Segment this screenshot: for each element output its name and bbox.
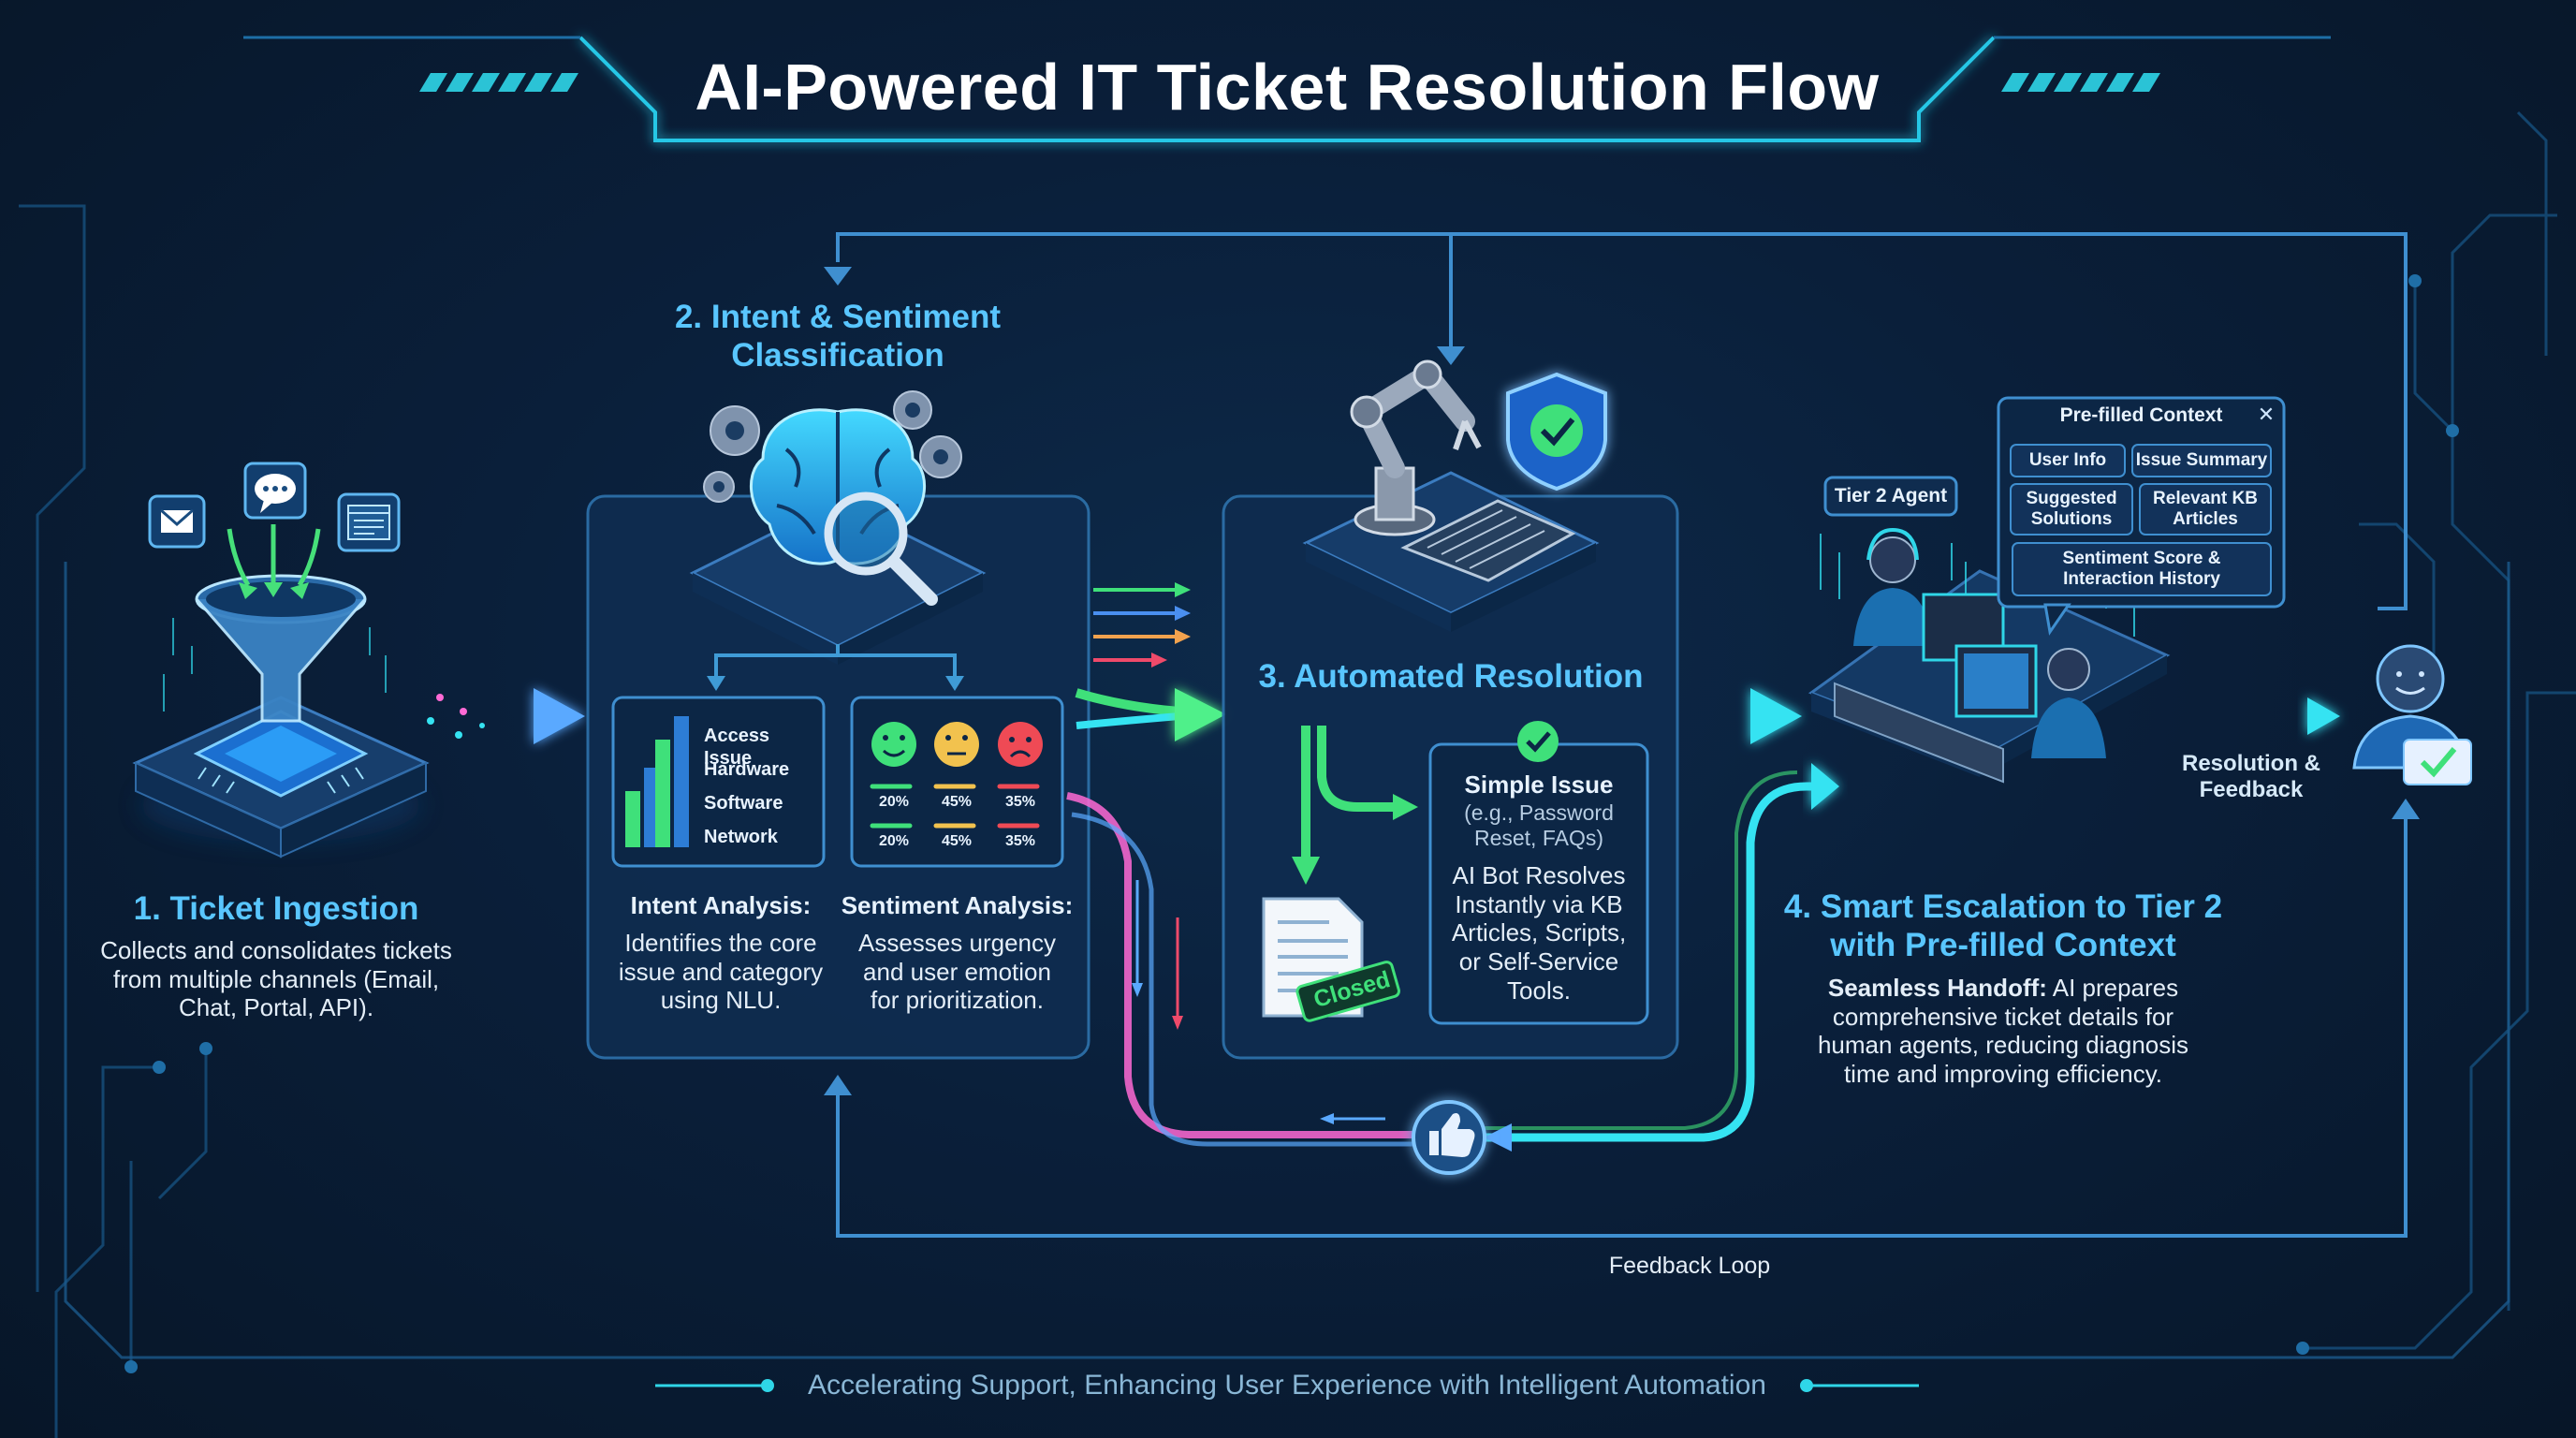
escalation-title: 4. Smart Escalation to Tier 2 with Pre-f…: [1783, 888, 2223, 964]
feedback-return-path: [1066, 763, 1839, 1152]
chip-icon: [193, 710, 369, 798]
intent-category-0: Access Issue: [704, 726, 770, 769]
sentiment-heading: Sentiment Analysis:: [841, 891, 1074, 919]
thumbs-up-icon[interactable]: [1412, 1100, 1486, 1175]
intent-bar-chart: [625, 716, 689, 847]
sentiment-faces: [870, 722, 1043, 829]
sentiment-pct-negative: 35%: [1004, 794, 1036, 810]
page-title: AI-Powered IT Ticket Resolution Flow: [695, 51, 1880, 124]
outer-frame: [64, 562, 2510, 1359]
ingestion-illustration: [132, 462, 430, 858]
sentiment-pct-neutral: 45%: [941, 794, 973, 810]
intent-category-3: Network: [704, 827, 778, 847]
sentiment-text: Assesses urgency and user emotion for pr…: [858, 929, 1056, 1015]
circuit-decoration: [19, 110, 2576, 1438]
sentiment-pct-negative-2: 35%: [1004, 833, 1036, 849]
agent-icon: [1853, 527, 1932, 646]
ingestion-description: Collects and consolidates tickets from m…: [100, 936, 452, 1022]
context-pill-sentiment-box: [2012, 542, 2272, 596]
chat-icon: [243, 462, 307, 520]
check-icon: [1517, 721, 1559, 762]
intent-category-1: Hardware: [704, 759, 790, 780]
agent-label-pill: [1823, 476, 1958, 517]
email-icon: [148, 494, 206, 549]
context-pill-issue-summary-box: [2131, 444, 2272, 477]
context-panel-pointer: [2043, 603, 2071, 636]
resolution-label: Resolution & Feedback: [2182, 751, 2320, 803]
intent-category-2: Software: [704, 793, 783, 814]
feedback-loop-label: Feedback Loop: [1608, 1253, 1771, 1279]
handoff-text: AI prepares comprehensive ticket details…: [1817, 974, 2189, 1089]
context-item-sentiment-history: Sentiment Score & Interaction History: [2062, 549, 2221, 590]
context-pill-user-info-box: [2010, 444, 2126, 477]
user-icon: [2352, 644, 2472, 785]
sentiment-pct-positive: 20%: [878, 794, 910, 810]
feedback-loop-lines: [836, 232, 2408, 1238]
closed-stamp: [1295, 961, 1400, 1022]
context-item-relevant-kb: Relevant KB Articles: [2153, 489, 2258, 530]
simple-issue-title: Simple Issue: [1464, 770, 1614, 799]
context-item-suggested-solutions: Suggested Solutions: [2026, 489, 2117, 530]
arrows-classification-to-resolution: [1075, 582, 1226, 741]
context-item-user-info: User Info: [2028, 450, 2107, 470]
context-item-issue-summary: Issue Summary: [2135, 450, 2268, 470]
simple-issue-text: AI Bot Resolves Instantly via KB Article…: [1451, 861, 1627, 1005]
footer-tagline: Accelerating Support, Enhancing User Exp…: [808, 1370, 1766, 1401]
handoff-heading: Seamless Handoff:: [1827, 974, 2047, 1002]
intent-heading: Intent Analysis:: [630, 891, 812, 919]
simple-issue-examples: (e.g., Password Reset, FAQs): [1464, 800, 1614, 851]
escalation-handoff: Seamless Handoff: AI prepares comprehens…: [1793, 974, 2214, 1089]
funnel-icon: [195, 574, 367, 723]
keyboard-icon: [1400, 499, 1576, 582]
title-frame: [243, 36, 2331, 142]
feedback-arrowheads: [824, 267, 2420, 1095]
classification-title: 2. Intent & Sentiment Classification: [674, 299, 1002, 374]
magnifier-icon: [824, 492, 938, 606]
arrow-ingestion-to-classification: [421, 688, 585, 744]
context-pill-kb-box: [2139, 483, 2272, 536]
sentiment-pct-positive-2: 20%: [878, 833, 910, 849]
automated-illustration: [1292, 360, 1607, 885]
circuit-nodes: [124, 274, 2459, 1373]
shield-check-icon: [1506, 372, 1607, 492]
robot-arm-icon: [1350, 360, 1482, 536]
portal-icon: [337, 492, 401, 552]
ingestion-title: 1. Ticket Ingestion: [133, 890, 419, 927]
sentiment-pct-neutral-2: 45%: [941, 833, 973, 849]
context-panel-title: Pre-filled Context: [2059, 404, 2223, 426]
classification-illustration: [689, 390, 987, 691]
agent-label: Tier 2 Agent: [1834, 485, 1948, 506]
automated-title: 3. Automated Resolution: [1258, 658, 1644, 695]
arrow-resolution-to-escalation: [1680, 688, 1802, 744]
arrow-escalation-to-user: [2170, 697, 2340, 735]
escalation-illustration: [1808, 527, 2171, 784]
intent-text: Identifies the core issue and category u…: [618, 929, 824, 1015]
agent2-icon: [2031, 648, 2106, 758]
context-pill-suggested-box: [2010, 483, 2133, 536]
footer-decoration: [655, 1379, 1919, 1392]
context-panel-close-icon[interactable]: ✕: [2257, 403, 2276, 426]
